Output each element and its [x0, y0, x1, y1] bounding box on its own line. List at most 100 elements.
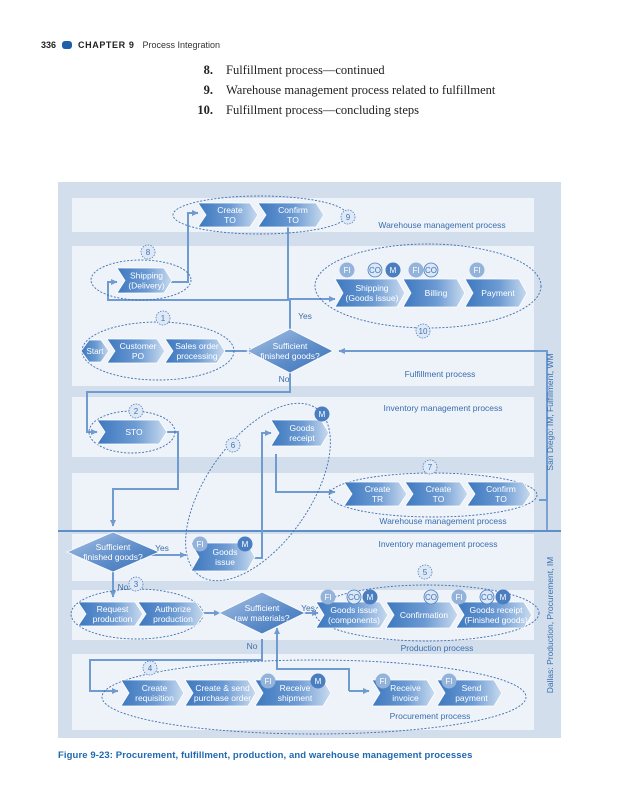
step-sto-label: STO — [125, 427, 143, 437]
fi-badge-label: FI — [379, 677, 386, 686]
step-customer-po-shape — [106, 338, 166, 364]
fi-badge-label: FI — [324, 593, 331, 602]
step-number-circle-icon — [140, 244, 156, 260]
step-create-to-top-label: TO — [224, 215, 236, 225]
m-badge-circle-icon — [495, 589, 511, 605]
step-start-shape — [80, 339, 110, 363]
steps-list: 8. Fulfillment process—continued 9. Ware… — [180, 60, 495, 120]
step-payment-label: Payment — [481, 288, 515, 298]
step-confirm-to-top-shape — [257, 202, 325, 228]
fi-badge-label: FI — [343, 266, 350, 275]
step-shipping-delivery-label: (Delivery) — [128, 281, 165, 291]
fi-badge-circle-icon — [441, 673, 457, 689]
m-badge: M — [495, 589, 511, 605]
connector-delivery-to-create-to — [170, 210, 199, 283]
step-number-7: 7 — [422, 459, 438, 475]
co-badge: CO — [423, 262, 439, 278]
decision-raw-materials-label: raw materials? — [234, 613, 290, 623]
step-confirm-to-sd-label: Confirm — [486, 484, 516, 494]
step-confirmation-shape — [385, 601, 459, 629]
step-billing-shape — [402, 278, 466, 308]
connector-receive-shipment-to-decision — [274, 627, 350, 691]
fi-badge-circle-icon — [408, 262, 424, 278]
fi-badge-label: FI — [445, 677, 452, 686]
step-goods-receipt-finished-shape — [455, 601, 533, 629]
co-badge: CO — [346, 589, 362, 605]
m-badge-label: M — [367, 593, 374, 602]
lane-label-im-san-diego: Inventory management process — [383, 403, 502, 413]
m-badge-circle-icon — [385, 262, 401, 278]
step-create-to-top-label: Create — [217, 205, 243, 215]
co-badge-circle-icon — [423, 262, 439, 278]
step-number-circle-icon — [422, 459, 438, 475]
step-billing-label: Billing — [425, 288, 448, 298]
decision-finished-goods-dallas-label: Sufficient — [96, 542, 131, 552]
co-badge: CO — [423, 589, 439, 605]
m-badge: M — [310, 673, 326, 689]
diagram-labels: Warehouse management processFulfillment … — [118, 209, 555, 721]
step-create-send-po-label: purchase order — [194, 693, 251, 703]
fi-badge: FI — [441, 673, 457, 689]
step-number-6: 6 — [225, 437, 241, 453]
page-number: 336 — [41, 40, 57, 50]
step-sto: STO — [96, 419, 168, 445]
step-request-production-shape — [77, 601, 144, 627]
step-shipping-delivery: Shipping(Delivery) — [116, 267, 173, 294]
step-create-tr-label: TR — [372, 494, 383, 504]
step-goods-receipt-sd-label: receipt — [289, 433, 315, 443]
fi-badge-label: FI — [264, 677, 271, 686]
step-sales-order-processing-shape — [164, 338, 226, 364]
fi-badge-circle-icon — [192, 536, 208, 552]
step-number-label: 9 — [346, 213, 351, 222]
connector-goods-issue-to-goods-receipt — [253, 430, 272, 559]
step-create-to-top-shape — [197, 202, 259, 228]
fi-badge-label: FI — [196, 540, 203, 549]
step-number-label: 3 — [134, 580, 139, 589]
step-confirm-to-top-label: Confirm — [278, 205, 308, 215]
step-receive-shipment-label: Receive — [280, 683, 311, 693]
step-send-payment-label: payment — [455, 693, 488, 703]
fi-badge-label: FI — [473, 266, 480, 275]
chapter-marker-icon — [62, 41, 73, 49]
m-badge: M — [385, 262, 401, 278]
step-create-to-sd-label: Create — [426, 484, 452, 494]
step-authorize-production-shape — [137, 601, 205, 627]
fi-badge-circle-icon — [469, 262, 485, 278]
fi-badge: FI — [260, 673, 276, 689]
list-item: 8. Fulfillment process—continued — [180, 60, 495, 80]
step-number-circle-icon — [415, 323, 431, 339]
step-start: Start — [80, 339, 110, 363]
running-head: 336 CHAPTER 9 Process Integration — [41, 38, 220, 52]
step-confirmation-label: Confirmation — [400, 610, 448, 620]
m-badge-circle-icon — [362, 589, 378, 605]
step-number-9: 9 — [340, 209, 356, 225]
step-number-circle-icon — [225, 437, 241, 453]
grouping-5 — [314, 584, 540, 642]
step-sales-order-processing-label: Sales order — [175, 341, 219, 351]
lane-label-fulfillment: Fulfillment process — [405, 369, 476, 379]
step-sto-shape — [96, 419, 168, 445]
co-badge-label: CO — [425, 266, 437, 275]
connector-yes-to-shipping — [107, 279, 291, 330]
step-number-label: 6 — [231, 441, 236, 450]
step-create-requisition-label: requisition — [135, 693, 174, 703]
co-badge-label: CO — [425, 593, 437, 602]
list-item: 10. Fulfillment process—concluding steps — [180, 100, 495, 120]
co-badge-circle-icon — [367, 262, 383, 278]
step-number-label: 10 — [419, 327, 428, 336]
grouping-6 — [185, 402, 331, 582]
m-badge: M — [362, 589, 378, 605]
co-badge-label: CO — [348, 593, 360, 602]
step-confirm-to-sd-label: TO — [495, 494, 507, 504]
step-authorize-production-label: production — [153, 614, 193, 624]
